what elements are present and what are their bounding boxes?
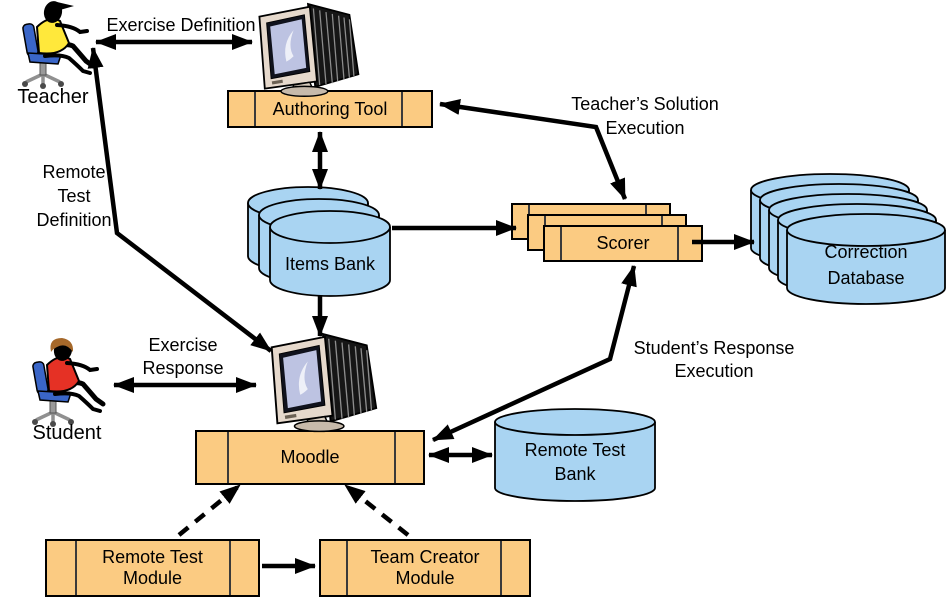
label-remote-test-definition: Remote Test Definition <box>36 162 112 230</box>
label-teacher: Teacher <box>17 86 89 108</box>
label-students-response-execution: Student’s Response Execution <box>633 338 795 381</box>
items-bank-cylinders <box>247 186 391 297</box>
teacher-figure <box>22 1 96 89</box>
label-exercise-response: Exercise Response <box>142 335 224 378</box>
scorer-node-front: Scorer <box>543 225 703 262</box>
moodle-node: Moodle <box>195 430 425 485</box>
label-exercise-definition: Exercise Definition <box>106 15 256 35</box>
label-teachers-solution-execution: Teacher’s Solution Execution <box>571 94 719 138</box>
authoring-tool-label: Authoring Tool <box>272 98 388 119</box>
authoring-tool-node: Authoring Tool <box>227 90 433 128</box>
label-student: Student <box>32 422 102 444</box>
label-items-bank: Items Bank <box>284 254 376 274</box>
student-figure <box>32 338 106 427</box>
label-correction-database: Correction Database <box>824 242 908 288</box>
correction-database-cylinders <box>750 173 946 305</box>
moodle-label: Moodle <box>280 447 340 467</box>
scorer-label: Scorer <box>596 233 650 253</box>
label-remote-test-bank: Remote Test Bank <box>524 440 626 484</box>
